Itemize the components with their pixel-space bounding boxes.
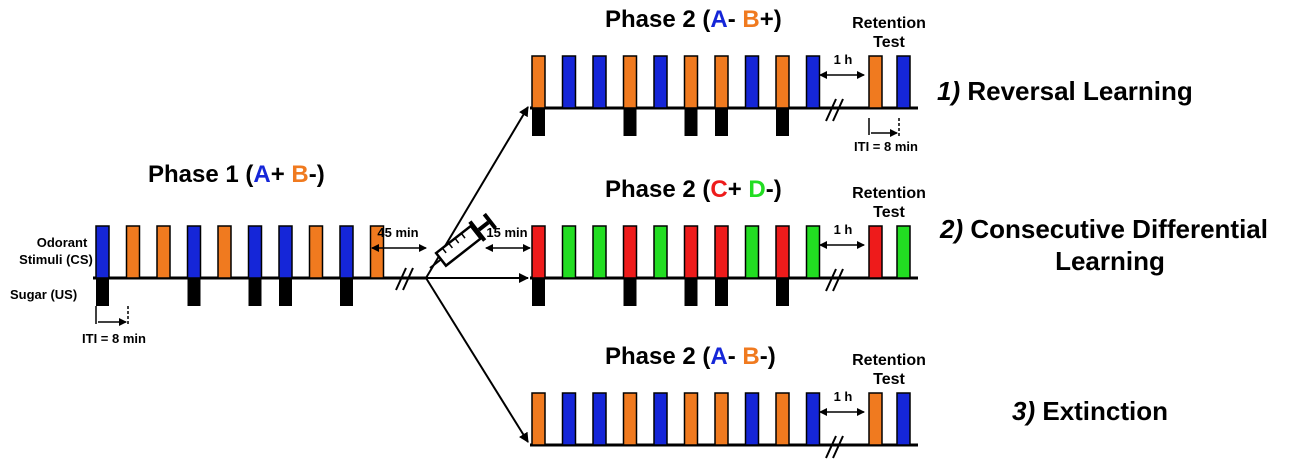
branch-1-trial-odor-9 <box>775 55 790 109</box>
branch-3-trial-odor-3 <box>592 392 607 446</box>
phase1-trial-odor-4 <box>186 225 202 279</box>
phase1-iti-label: ITI = 8 min <box>82 331 146 346</box>
branch-2-trial-sugar-7 <box>715 278 728 306</box>
branch-2-trial-sugar-4 <box>623 278 637 306</box>
phase1-break-mark <box>395 267 414 291</box>
branch-1-trial-odor-10 <box>805 55 821 109</box>
branch-2-retention-label: Retention <box>852 185 926 202</box>
branch-1-retention-label: Retention <box>852 15 926 32</box>
phase1-trial-odor-3 <box>156 225 171 279</box>
branch-2-trial-odor-1 <box>531 225 546 279</box>
branch-1-trial-odor-7 <box>714 55 729 109</box>
branch-1-trial-odor-3 <box>592 55 607 109</box>
phase1-trial-odor-7 <box>278 225 293 279</box>
branch-1-iti-label: ITI = 8 min <box>854 139 918 154</box>
branch-1-iti-marker <box>868 118 900 137</box>
branch-1-trial-sugar-9 <box>776 108 789 136</box>
branch-3-trial-odor-1 <box>531 392 546 446</box>
branch-1-trial-sugar-1 <box>532 108 545 136</box>
branch-2-trial-odor-10 <box>805 225 821 279</box>
phase1-trial-odor-1 <box>95 225 110 279</box>
branch-2-test-2 <box>896 225 911 279</box>
branch-arrow-3 <box>425 277 529 443</box>
phase1-trial-sugar-7 <box>279 278 292 306</box>
phase1-trial-sugar-6 <box>248 278 262 306</box>
branch-3-break-mark <box>825 435 844 459</box>
branch-2-caption: 2) Consecutive Differential <box>939 214 1268 244</box>
branch-1-trial-sugar-4 <box>623 108 637 136</box>
branch-3-trial-odor-10 <box>805 392 821 446</box>
branch-1-test-label: Test <box>873 34 905 51</box>
branch-3-gap-1h-label: 1 h <box>834 389 853 404</box>
phase1-title: Phase 1 (A+ B-) <box>148 161 325 188</box>
branch-1-trial-sugar-6 <box>684 108 698 136</box>
branch-1-caption: 1) Reversal Learning <box>937 76 1193 106</box>
branch-1-gap-1h-label: 1 h <box>834 52 853 67</box>
branch-1-trial-odor-5 <box>653 55 668 109</box>
odorant-label-2: Stimuli (CS) <box>19 252 93 267</box>
branch-1-trial-odor-2 <box>561 55 577 109</box>
branch-2-trial-sugar-1 <box>532 278 545 306</box>
phase1-trial-sugar-4 <box>187 278 201 306</box>
branch-3-test-label: Test <box>873 371 905 388</box>
branch-2-trial-odor-5 <box>653 225 668 279</box>
branch-2-trial-sugar-9 <box>776 278 789 306</box>
phase1-trial-odor-9 <box>339 225 354 279</box>
phase1-trial-sugar-9 <box>340 278 353 306</box>
branch-3-trial-odor-9 <box>775 392 790 446</box>
branch-2-test-label: Test <box>873 204 905 221</box>
branch-2-gap-1h-label: 1 h <box>834 222 853 237</box>
branch-1-trial-odor-1 <box>531 55 546 109</box>
phase1-trials <box>95 225 385 306</box>
branch-2-title: Phase 2 (C+ D-) <box>605 176 782 203</box>
phase1-trial-sugar-1 <box>96 278 109 306</box>
branch-1-title: Phase 2 (A- B+) <box>605 6 782 33</box>
branch-3-trial-odor-8 <box>744 392 760 446</box>
phase1-iti-marker <box>95 306 129 326</box>
phase1-trial-odor-6 <box>247 225 263 279</box>
branch-3-trial-odor-2 <box>561 392 577 446</box>
branch-2-trial-odor-7 <box>714 225 729 279</box>
branch-2-trial-odor-4 <box>622 225 638 279</box>
branch-2-trial-odor-2 <box>561 225 577 279</box>
phase1-trial-odor-8 <box>308 225 324 279</box>
branch-2-trial-odor-9 <box>775 225 790 279</box>
branch-3-caption: 3) Extinction <box>1012 396 1168 426</box>
branch-3-test-1 <box>868 392 883 446</box>
gap-15-label: 15 min <box>486 225 527 240</box>
odorant-label: Odorant <box>37 235 88 250</box>
branch-2-trial-odor-8 <box>744 225 760 279</box>
branch-2-break-mark <box>825 268 844 292</box>
branch-1-trial-odor-8 <box>744 55 760 109</box>
branch-3-trial-odor-7 <box>714 392 729 446</box>
branch-3-trial-odor-4 <box>622 392 638 446</box>
branch-1-trial-sugar-7 <box>715 108 728 136</box>
phase1-trial-odor-5 <box>217 225 232 279</box>
branch-3-retention-label: Retention <box>852 352 926 369</box>
branch-2-trial-odor-3 <box>592 225 607 279</box>
branch-3-trial-odor-6 <box>683 392 699 446</box>
branch-3-test-2 <box>896 392 911 446</box>
phase1-trial-odor-10 <box>369 225 385 279</box>
branch-1-break-mark <box>825 98 844 122</box>
branch-1-test-1 <box>868 55 883 109</box>
branch-1-trial-odor-4 <box>622 55 638 109</box>
branch-2-caption-line2: Learning <box>1055 246 1165 276</box>
branch-1-test-2 <box>896 55 911 109</box>
gap-45-label: 45 min <box>377 225 418 240</box>
syringe-icon <box>429 212 498 269</box>
branch-2-test-1 <box>868 225 883 279</box>
branch-2-trial-sugar-6 <box>684 278 698 306</box>
phase1-trial-odor-2 <box>125 225 141 279</box>
branch-1-trial-odor-6 <box>683 55 699 109</box>
branch-3-trial-odor-5 <box>653 392 668 446</box>
branch-2-trial-odor-6 <box>683 225 699 279</box>
sugar-label: Sugar (US) <box>10 287 77 302</box>
branch-3-title: Phase 2 (A- B-) <box>605 343 776 370</box>
